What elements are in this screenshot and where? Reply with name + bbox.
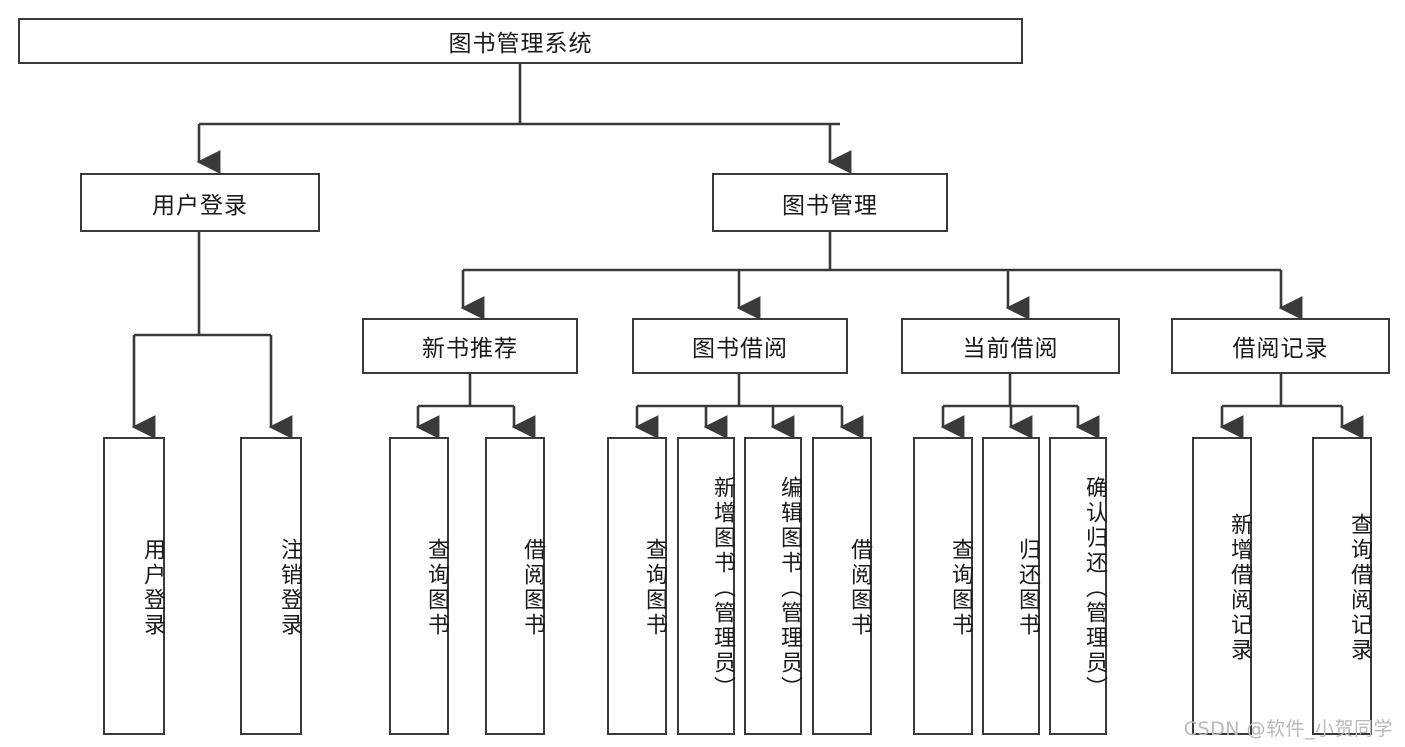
node-label: 新书推荐 (422, 336, 518, 362)
leaf-borrow-record-add[interactable]: 新增借阅记录 (1192, 437, 1252, 735)
leaf-new-book-borrow[interactable]: 借阅图书 (485, 437, 545, 735)
csdn-watermark: CSDN @软件_小贺同学 (1183, 718, 1393, 740)
node-label: 查询图书 (642, 538, 667, 638)
node-label: 编辑图书（管理员） (777, 475, 802, 701)
leaf-current-borrow-query[interactable]: 查询图书 (913, 437, 973, 735)
leaf-user-login-login[interactable]: 用户登录 (103, 437, 165, 735)
leaf-current-borrow-return[interactable]: 归还图书 (982, 437, 1040, 735)
node-label: 图书管理系统 (448, 31, 593, 57)
node-label: 新增借阅记录 (1227, 513, 1252, 663)
node-label: 新增图书（管理员） (710, 475, 735, 701)
node-label: 当前借阅 (962, 336, 1059, 362)
node-borrow-record[interactable]: 借阅记录 (1171, 318, 1390, 374)
node-book-management[interactable]: 图书管理 (712, 173, 948, 232)
node-label: 归还图书 (1015, 538, 1040, 638)
leaf-book-borrow-borrow[interactable]: 借阅图书 (812, 437, 872, 735)
node-label: 查询图书 (948, 538, 973, 638)
node-label: 图书管理 (782, 192, 878, 219)
node-current-borrow[interactable]: 当前借阅 (901, 318, 1120, 374)
node-label: 查询图书 (424, 538, 449, 638)
leaf-book-borrow-add[interactable]: 新增图书（管理员） (677, 437, 735, 735)
node-label: 借阅图书 (847, 538, 872, 638)
node-label: 注销登录 (277, 538, 302, 638)
node-label: 借阅记录 (1232, 336, 1329, 362)
leaf-current-borrow-confirm-return[interactable]: 确认归还（管理员） (1049, 437, 1107, 735)
node-book-borrow[interactable]: 图书借阅 (632, 318, 848, 374)
node-label: 用户登录 (140, 538, 165, 638)
node-root-system[interactable]: 图书管理系统 (18, 18, 1023, 64)
node-label: 图书借阅 (692, 336, 788, 362)
leaf-book-borrow-edit[interactable]: 编辑图书（管理员） (744, 437, 802, 735)
node-user-login[interactable]: 用户登录 (80, 173, 320, 232)
node-label: 查询借阅记录 (1347, 513, 1372, 663)
node-label: 用户登录 (152, 192, 248, 219)
leaf-new-book-query[interactable]: 查询图书 (389, 437, 449, 735)
leaf-user-login-logout[interactable]: 注销登录 (240, 437, 302, 735)
node-label: 借阅图书 (520, 538, 545, 638)
leaf-borrow-record-query[interactable]: 查询借阅记录 (1312, 437, 1372, 735)
leaf-book-borrow-query[interactable]: 查询图书 (607, 437, 667, 735)
node-label: 确认归还（管理员） (1082, 475, 1107, 701)
node-new-book-recommend[interactable]: 新书推荐 (362, 318, 578, 374)
